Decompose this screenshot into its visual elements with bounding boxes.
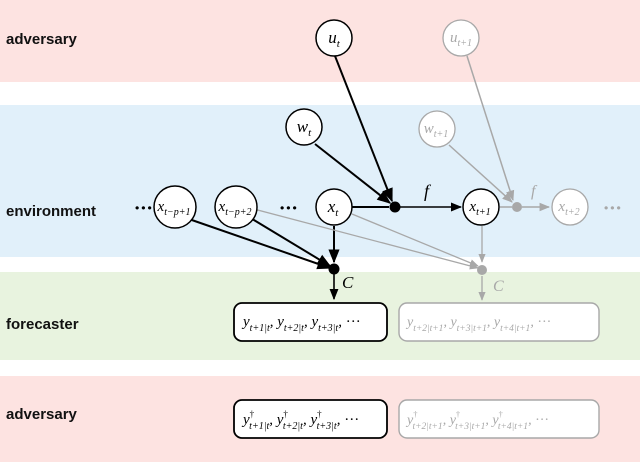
edge-wt1-to-merge [448,144,513,203]
label-C-next: C [493,278,504,295]
row-label-forecaster: forecaster [6,316,79,333]
adversary-box-t: y†t+1|t, y†t+2|t, y†t+3|t, ··· [233,399,388,439]
row-label-adversary-top: adversary [6,31,77,48]
label-f-next: f [531,183,538,200]
merge-dot-C-next [477,265,487,275]
svg-text:wt: wt [297,117,312,139]
svg-text:y†t+1|t, y†t+2|t, y†t+3|t, ···: y†t+1|t, y†t+2|t, y†t+3|t, ··· [241,409,359,432]
node-w-t: wt [285,108,323,146]
forecast-box-t: yt+1|t, yt+2|t, yt+3|t, ··· [233,302,388,342]
merge-dot-f-next [512,202,522,212]
svg-text:xt: xt [327,197,340,219]
svg-text:ut: ut [328,28,341,50]
edge-xtp2-to-C [243,213,332,267]
ellipsis-mid: ··· [279,198,298,219]
row-label-adversary-bottom: adversary [6,406,77,423]
ellipsis-left: ··· [134,198,153,219]
label-f: f [424,181,432,201]
node-x-t-plus-2: xt+2 [551,188,589,226]
forecast-box-t-plus-1: yt+2|t+1, yt+3|t+1, yt+4|t+1, ··· [398,302,600,342]
node-x-t-plus-1: xt+1 [462,188,500,226]
node-u-t: ut [315,19,353,57]
svg-text:y†t+2|t+1, y†t+3|t+1, y†t+4|t+: y†t+2|t+1, y†t+3|t+1, y†t+4|t+1, ··· [405,409,549,432]
edge-u-to-merge [334,55,393,203]
node-x-t-p-2: xt−p+2 [214,185,258,229]
svg-text:yt+1|t, yt+2|t, yt+3|t, ···: yt+1|t, yt+2|t, yt+3|t, ··· [241,314,361,334]
merge-dot-C [328,263,340,275]
edge-xt-to-C2 [351,213,479,267]
node-w-t-plus-1: wt+1 [418,110,456,148]
svg-text:ut+1: ut+1 [450,30,472,49]
edge-xtp1-to-C [185,217,332,270]
label-C: C [342,273,354,292]
node-u-t-plus-1: ut+1 [442,19,480,57]
svg-text:xt+1: xt+1 [468,199,490,218]
edge-ut1-to-merge [466,55,515,202]
merge-dot-f [389,201,401,213]
edge-xtp2-to-C2 [249,207,479,270]
ellipsis-right: ··· [603,198,622,219]
edge-w-to-merge [314,143,392,204]
svg-text:yt+2|t+1, yt+3|t+1, yt+4|t+1,: yt+2|t+1, yt+3|t+1, yt+4|t+1, ··· [405,315,551,334]
svg-text:xt−p+1: xt−p+1 [157,199,191,218]
row-label-environment: environment [6,203,97,220]
node-x-t-p-1: xt−p+1 [153,185,197,229]
svg-text:xt+2: xt+2 [557,199,579,218]
svg-text:xt−p+2: xt−p+2 [218,199,252,218]
node-x-t: xt [315,188,353,226]
svg-text:wt+1: wt+1 [424,121,449,140]
adversary-box-t-plus-1: y†t+2|t+1, y†t+3|t+1, y†t+4|t+1, ··· [398,399,600,439]
